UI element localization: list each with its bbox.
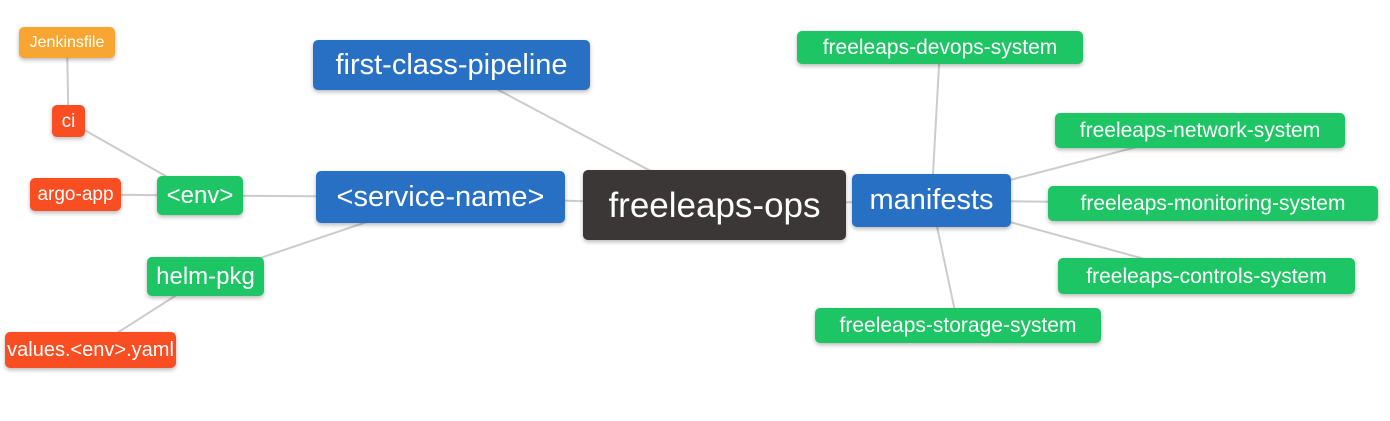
- node-helm-pkg[interactable]: helm-pkg: [147, 257, 264, 296]
- node-freeleaps-storage-system[interactable]: freeleaps-storage-system: [815, 308, 1101, 343]
- node-manifests[interactable]: manifests: [852, 174, 1011, 227]
- node-label: argo-app: [37, 184, 114, 205]
- node-label: ci: [61, 110, 76, 132]
- node-argo-app[interactable]: argo-app: [30, 178, 121, 211]
- node-freeleaps-ops[interactable]: freeleaps-ops: [583, 170, 846, 240]
- node-label: freeleaps-monitoring-system: [1080, 192, 1346, 215]
- node-env[interactable]: <env>: [157, 176, 243, 215]
- node-freeleaps-monitoring-system[interactable]: freeleaps-monitoring-system: [1048, 186, 1378, 221]
- node-label: <service-name>: [336, 180, 545, 213]
- node-label: freeleaps-storage-system: [839, 314, 1077, 337]
- node-label: freeleaps-network-system: [1079, 119, 1321, 142]
- node-service-name[interactable]: <service-name>: [316, 171, 565, 223]
- node-freeleaps-network-system[interactable]: freeleaps-network-system: [1055, 113, 1345, 148]
- node-label: manifests: [869, 184, 994, 216]
- node-freeleaps-controls-system[interactable]: freeleaps-controls-system: [1058, 258, 1355, 294]
- node-ci[interactable]: ci: [52, 105, 85, 137]
- node-label: Jenkinsfile: [29, 33, 105, 51]
- node-label: helm-pkg: [156, 262, 255, 290]
- node-values-env-yaml[interactable]: values.<env>.yaml: [5, 332, 176, 368]
- node-label: values.<env>.yaml: [7, 339, 174, 361]
- node-label: freeleaps-controls-system: [1086, 264, 1327, 288]
- node-label: freeleaps-devops-system: [822, 36, 1058, 59]
- node-jenkinsfile[interactable]: Jenkinsfile: [19, 27, 115, 58]
- node-first-class-pipeline[interactable]: first-class-pipeline: [313, 40, 590, 90]
- node-label: freeleaps-ops: [608, 185, 821, 225]
- node-freeleaps-devops-system[interactable]: freeleaps-devops-system: [797, 31, 1083, 64]
- node-label: first-class-pipeline: [335, 48, 568, 81]
- node-label: <env>: [166, 181, 234, 209]
